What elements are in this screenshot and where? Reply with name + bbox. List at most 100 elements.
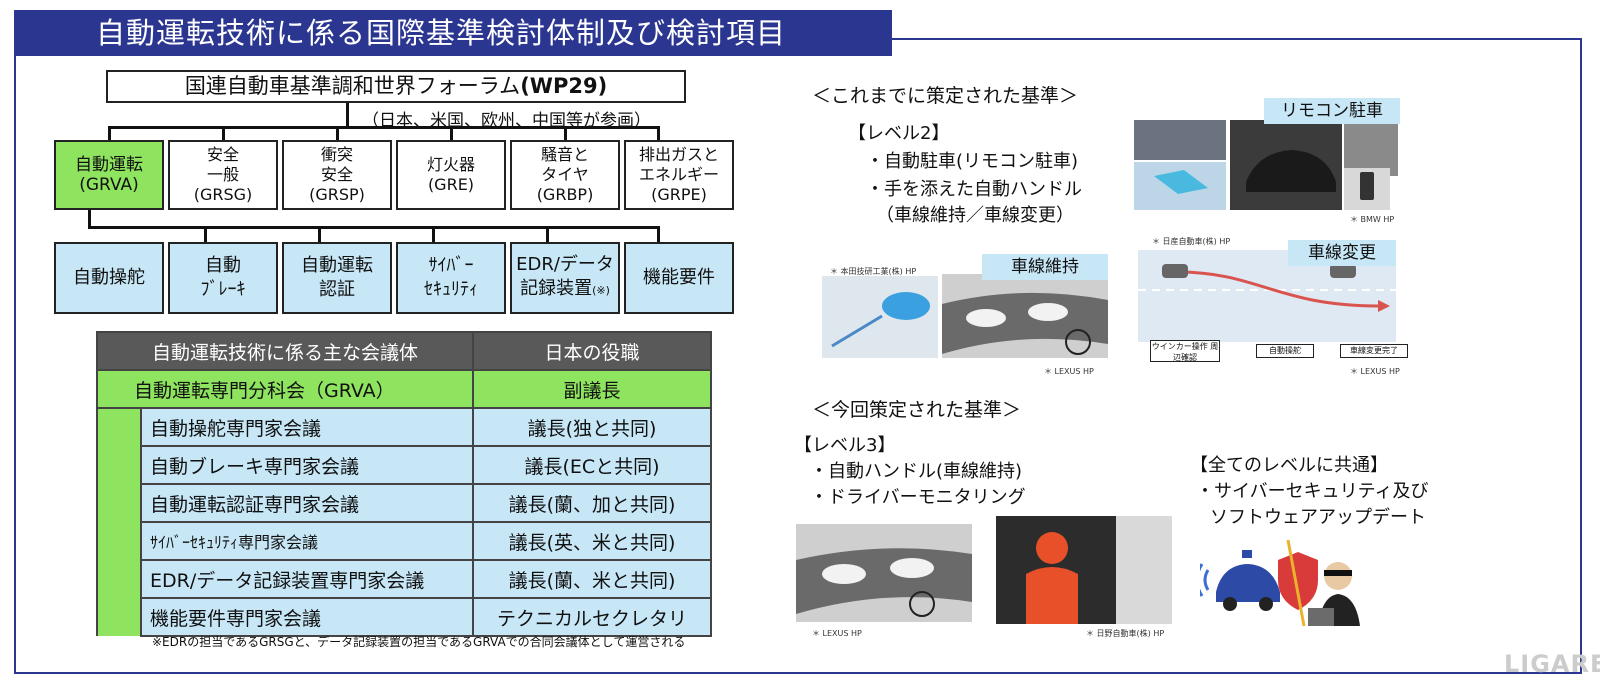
car-icon xyxy=(1216,564,1280,602)
tree-line xyxy=(432,226,435,242)
wp-line: 安全 xyxy=(320,165,353,184)
topic-edr: EDR/データ 記録装置(※) xyxy=(510,242,620,314)
phone-shape xyxy=(1360,172,1374,200)
table-cell-body: 自動運転認証専門家会議 xyxy=(140,483,474,523)
wp-line: 排出ガスと xyxy=(638,145,719,164)
forum-abbr: (WP29) xyxy=(520,74,608,98)
photo-interior xyxy=(1134,120,1226,160)
table-cell-body: 自動ブレーキ専門家会議 xyxy=(140,445,474,485)
car-shape xyxy=(822,564,866,584)
photo-person xyxy=(1344,120,1398,176)
topic-line: 機能要件 xyxy=(643,267,715,288)
wp-grpe: 排出ガスと エネルギー (GRPE) xyxy=(624,140,734,210)
tree-line xyxy=(108,126,660,129)
steering-wheel-icon xyxy=(1065,329,1091,355)
lane-change-label: 車線変更 xyxy=(1288,240,1396,266)
driver-body-shape xyxy=(1026,567,1078,624)
topic-line: 記録装置 xyxy=(520,278,593,299)
car-shape xyxy=(1330,264,1356,278)
wp-line: 騒音と xyxy=(540,145,589,164)
car-shape xyxy=(882,292,930,320)
wp-line: エネルギー xyxy=(638,165,719,184)
lane-change-step: 自動操舵 xyxy=(1256,344,1314,358)
wp-line: 自動運転 xyxy=(75,155,143,175)
table-header-row: 自動運転技術に係る主な会議体 日本の役職 xyxy=(96,331,712,371)
wp-grva: 自動運転 (GRVA) xyxy=(54,140,164,210)
tree-line xyxy=(336,126,339,140)
wheel xyxy=(1223,597,1237,611)
topic-cyber: ｻｲﾊﾞｰ ｾｷｭﾘﾃｨ xyxy=(396,242,506,314)
hacker-mask xyxy=(1324,570,1352,576)
car-shape xyxy=(966,309,1006,327)
laptop-icon xyxy=(1308,608,1334,626)
existing-item: （車線維持／車線変更） xyxy=(876,205,1074,226)
siren xyxy=(1242,550,1252,558)
car-shape xyxy=(890,558,934,578)
table-row: 自動操舵専門家会議 議長(独と共同) xyxy=(96,407,712,636)
topic-line: 自動運転 xyxy=(301,255,373,276)
tree-line xyxy=(450,126,453,140)
tree-line xyxy=(346,103,349,127)
table-row: 自動運転専門分科会（GRVA） 副議長 xyxy=(96,369,712,409)
table-cell-role: 議長(英、米と共同) xyxy=(472,521,712,561)
arrow-head xyxy=(1378,300,1390,312)
wp-line: タイヤ xyxy=(541,165,589,184)
lane-change-step: ウインカー操作 周辺確認 xyxy=(1150,340,1220,362)
new-item: ・ドライバーモニタリング xyxy=(810,487,1026,508)
new-level: 【レベル3】 xyxy=(794,435,896,456)
tree-line xyxy=(204,226,207,242)
wp-gre: 灯火器 (GRE) xyxy=(396,140,506,210)
topic-line: ﾌﾞﾚｰｷ xyxy=(200,279,246,300)
tree-line xyxy=(564,126,567,140)
table-row: 機能要件専門家会議 テクニカルセクレタリ xyxy=(97,597,712,637)
car-topview-shape xyxy=(1154,170,1208,194)
table-row: 自動ブレーキ専門家会議 議長(ECと共同) xyxy=(97,445,712,485)
image-credit: ＊ LEXUS HP xyxy=(1350,367,1400,376)
topic-footnote-mark: (※) xyxy=(592,284,610,297)
lane-arrow xyxy=(831,314,883,348)
topic-certification: 自動運転 認証 xyxy=(282,242,392,314)
car-shape xyxy=(1246,150,1336,192)
wheel xyxy=(1259,597,1273,611)
existing-level: 【レベル2】 xyxy=(848,123,950,144)
table-cell-role: 議長(独と共同) xyxy=(472,407,712,447)
common-item: ソフトウェアアップデート xyxy=(1210,507,1426,528)
table-footnote: ※EDRの担当であるGRSGと、データ記録装置の担当であるGRVAでの合同会議体… xyxy=(152,635,686,649)
meeting-table: 自動運転技術に係る主な会議体 日本の役職 自動運転専門分科会（GRVA） 副議長… xyxy=(96,331,712,637)
lightning-icon xyxy=(1286,539,1306,627)
image-credit: ＊ BMW HP xyxy=(1350,215,1395,224)
wp-grsp: 衝突 安全 (GRSP) xyxy=(282,140,392,210)
car-shape xyxy=(1162,264,1188,278)
table-cell-body: ｻｲﾊﾞｰｾｷｭﾘﾃｨ専門家会議 xyxy=(140,521,474,561)
topic-line: 認証 xyxy=(319,279,355,300)
topic-line: ｾｷｭﾘﾃｨ xyxy=(424,279,478,300)
page-title: 自動運転技術に係る国際基準検討体制及び検討項目 xyxy=(14,10,892,56)
tree-line xyxy=(318,226,321,242)
shield-icon xyxy=(1278,552,1318,610)
remote-parking-photos xyxy=(1134,120,1398,210)
topic-line: ｻｲﾊﾞｰ xyxy=(428,255,474,276)
topic-brake: 自動 ﾌﾞﾚｰｷ xyxy=(168,242,278,314)
wp-line: (GRPE) xyxy=(651,185,707,204)
topic-functional: 機能要件 xyxy=(624,242,734,314)
car-shape xyxy=(1028,303,1068,321)
driver-monitoring-image xyxy=(996,516,1172,624)
tree-line xyxy=(88,210,91,228)
steering-wheel-icon xyxy=(909,591,935,617)
table-cell-role: 議長(ECと共同) xyxy=(472,445,712,485)
table-cell-body: 自動運転専門分科会（GRVA） xyxy=(96,369,474,409)
tree-line xyxy=(546,226,549,242)
topic-line: 自動操舵 xyxy=(73,267,145,288)
table-row: 自動運転認証専門家会議 議長(蘭、加と共同) xyxy=(97,483,712,523)
wp-line: (GRSP) xyxy=(309,185,365,204)
existing-heading: ＜これまでに策定された基準＞ xyxy=(812,85,1079,107)
common-heading: 【全てのレベルに共通】 xyxy=(1190,455,1388,476)
honda-lane-image xyxy=(822,276,938,358)
wp-grsg: 安全 一般 (GRSG) xyxy=(168,140,278,210)
lane-change-step: 車線変更完了 xyxy=(1340,344,1408,358)
wp-line: 一般 xyxy=(206,165,239,184)
wp-line: (GRVA) xyxy=(79,175,139,195)
wp-line: 灯火器 xyxy=(426,155,475,174)
lane-change-arrow xyxy=(1177,270,1379,308)
wp-line: 安全 xyxy=(206,145,239,164)
